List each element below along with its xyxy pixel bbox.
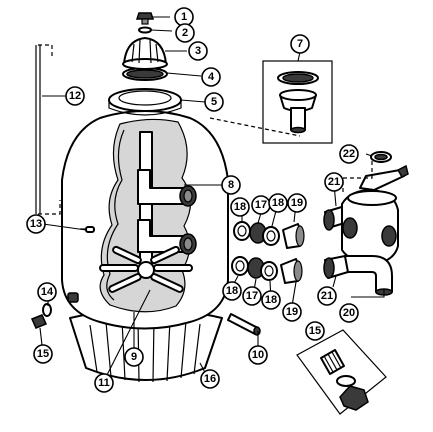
svg-text:20: 20	[343, 307, 355, 319]
callout-18-upper-right: 18	[268, 193, 288, 213]
svg-text:7: 7	[297, 38, 303, 50]
svg-text:10: 10	[252, 349, 264, 361]
svg-text:19: 19	[291, 197, 303, 209]
callout-15-inset: 15	[305, 321, 325, 341]
union-parts-upper	[233, 221, 305, 249]
svg-text:19: 19	[286, 306, 298, 318]
svg-text:13: 13	[30, 218, 42, 230]
svg-text:18: 18	[234, 201, 246, 213]
svg-text:22: 22	[343, 148, 355, 160]
svg-text:15: 15	[309, 325, 321, 337]
filter-tank	[61, 110, 229, 330]
callout-3: 3	[188, 41, 208, 61]
air-relief-tube	[35, 44, 61, 215]
svg-text:3: 3	[195, 45, 201, 57]
svg-text:17: 17	[255, 199, 267, 211]
multiport-valve	[323, 164, 409, 296]
svg-text:9: 9	[131, 351, 137, 363]
callout-14: 14	[37, 282, 57, 302]
svg-text:4: 4	[208, 71, 215, 83]
svg-text:18: 18	[272, 197, 284, 209]
callout-21-upper: 21	[324, 172, 344, 192]
svg-text:1: 1	[181, 11, 187, 23]
callout-15-left: 15	[33, 344, 53, 364]
callout-19-upper: 19	[287, 193, 307, 213]
drain-plug	[30, 303, 52, 329]
valve-clamp-22	[370, 151, 392, 163]
inset-dashed-leader	[209, 117, 301, 137]
callout-16: 16	[200, 369, 220, 389]
callout-13: 13	[26, 214, 46, 234]
callout-18-lower-right: 18	[261, 290, 281, 310]
svg-text:21: 21	[328, 176, 340, 188]
svg-text:11: 11	[98, 377, 110, 389]
callout-18-lower-left: 18	[222, 281, 242, 301]
callout-20: 20	[339, 303, 359, 323]
sight-glass-10	[227, 313, 261, 336]
svg-text:15: 15	[37, 348, 49, 360]
svg-text:2: 2	[182, 27, 188, 39]
callout-8: 8	[221, 175, 241, 195]
svg-text:8: 8	[228, 179, 234, 191]
union-parts-lower	[231, 256, 303, 284]
svg-text:17: 17	[246, 290, 258, 302]
callout-17-upper: 17	[251, 195, 271, 215]
svg-text:5: 5	[211, 96, 217, 108]
inset-box-15	[296, 329, 387, 415]
callout-11: 11	[94, 373, 114, 393]
callout-19-lower: 19	[282, 302, 302, 322]
callout-9: 9	[124, 347, 144, 367]
callout-22: 22	[339, 144, 359, 164]
svg-text:18: 18	[226, 285, 238, 297]
svg-text:21: 21	[321, 290, 333, 302]
callout-21-lower: 21	[317, 286, 337, 306]
closure-parts	[108, 12, 182, 116]
callout-5: 5	[204, 92, 224, 112]
callout-17-lower: 17	[242, 286, 262, 306]
inset-box-7	[262, 60, 333, 144]
svg-text:18: 18	[265, 294, 277, 306]
svg-text:12: 12	[69, 90, 81, 102]
callout-10: 10	[248, 345, 268, 365]
callout-4: 4	[201, 67, 221, 87]
callout-12: 12	[65, 86, 85, 106]
callout-2: 2	[175, 23, 195, 43]
callout-7: 7	[290, 34, 310, 54]
callout-18-upper-left: 18	[230, 197, 250, 217]
svg-text:14: 14	[41, 286, 54, 298]
svg-text:16: 16	[204, 373, 216, 385]
